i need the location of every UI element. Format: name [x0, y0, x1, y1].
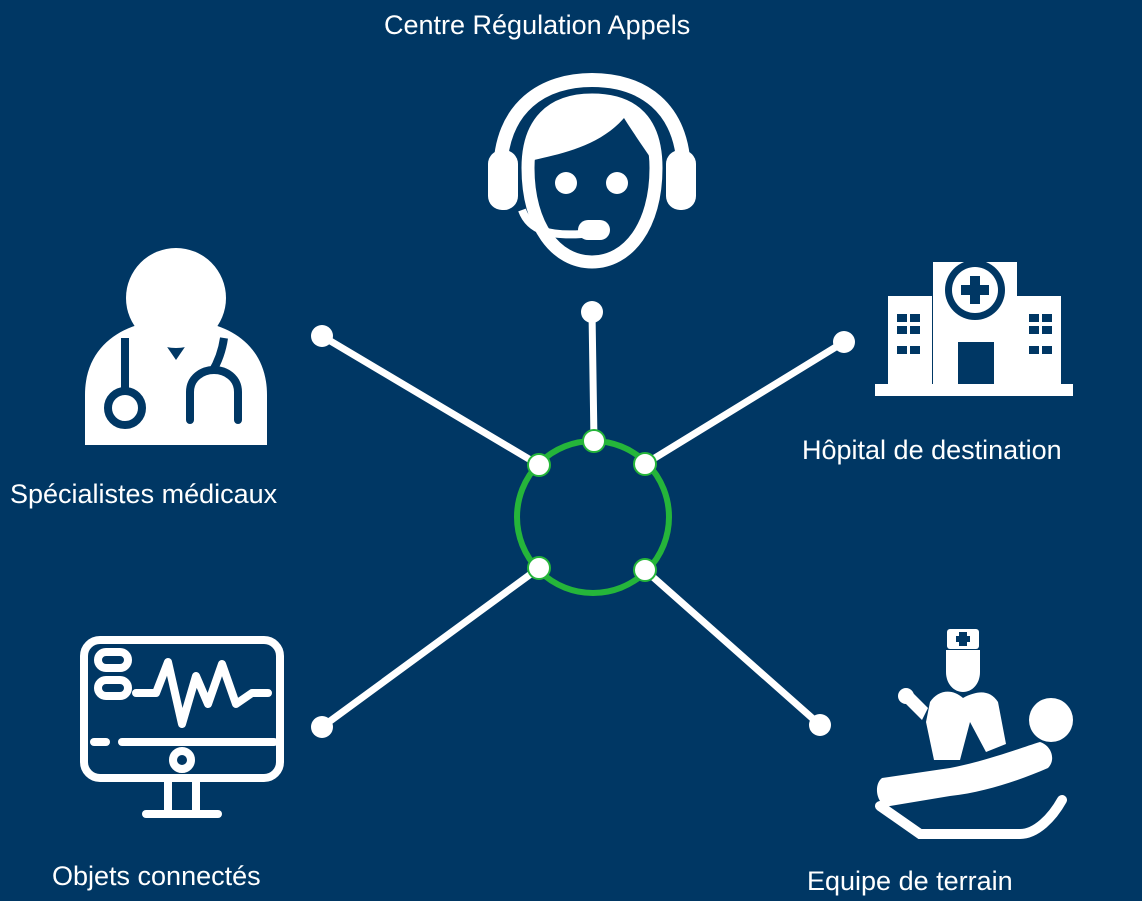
- node-label-left: Spécialistes médicaux: [10, 479, 278, 509]
- endpoint-left: [311, 325, 333, 347]
- joint-right: [633, 452, 657, 476]
- connector-bottom-right: [641, 566, 824, 729]
- connector-left: [318, 332, 543, 469]
- endpoint-top: [581, 301, 603, 323]
- connector-bottom-left: [318, 564, 543, 731]
- connector-top: [588, 308, 598, 445]
- joint-bottom-left: [527, 556, 551, 580]
- operator-headset-icon: [488, 72, 696, 269]
- paramedic-patient-icon: [875, 629, 1073, 839]
- endpoint-right: [833, 331, 855, 353]
- connector-right: [641, 338, 848, 468]
- node-label-top: Centre Régulation Appels: [384, 10, 691, 40]
- end-nodes: [311, 301, 855, 738]
- node-label-right: Hôpital de destination: [802, 435, 1062, 465]
- hub-joints: [527, 429, 657, 582]
- node-label-bottom-left: Objets connectés: [52, 861, 261, 891]
- endpoint-bottom-right: [809, 714, 831, 736]
- hospital-building-icon: [875, 260, 1073, 396]
- vital-signs-monitor-icon: [80, 636, 284, 818]
- connectors: [318, 308, 848, 731]
- endpoint-bottom-left: [311, 716, 333, 738]
- joint-top: [582, 429, 606, 453]
- doctor-stethoscope-icon: [85, 248, 267, 445]
- node-label-bottom-right: Equipe de terrain: [807, 866, 1013, 896]
- joint-bottom-right: [633, 558, 657, 582]
- joint-left: [527, 453, 551, 477]
